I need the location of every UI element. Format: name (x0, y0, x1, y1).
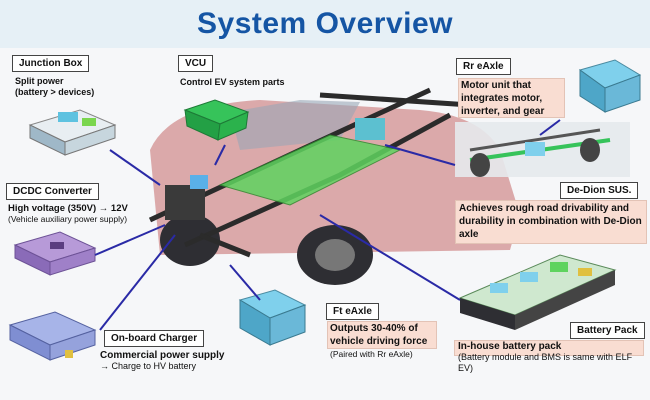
de-dion-desc-line3: axle (459, 229, 479, 240)
battery-pack-desc-line3: EV) (458, 363, 474, 373)
slide-title: System Overview (197, 7, 453, 40)
ft-eaxle-desc-line1: Outputs 30-40% of (330, 323, 418, 334)
ft-eaxle-desc-line2: vehicle driving force (330, 336, 428, 347)
de-dion-label: De-Dion SUS. (560, 182, 639, 199)
rr-eaxle-desc: Motor unit that integrates motor, invert… (461, 79, 544, 118)
battery-pack-desc-line2: (Battery module and BMS is same with ELF (458, 352, 633, 362)
junction-box-desc-line2: (battery > devices) (15, 87, 95, 97)
junction-box-image (28, 109, 117, 156)
de-dion-desc-line1: Achieves rough road drivability and (459, 203, 630, 214)
ft-eaxle-label: Ft eAxle (326, 303, 379, 320)
de-dion-highlight (455, 200, 647, 244)
dcdc-label: DCDC Converter (6, 183, 99, 200)
rr-eaxle-highlight (458, 78, 565, 118)
de-dion-desc: Achieves rough road drivability and dura… (459, 202, 642, 241)
ft-eaxle-desc-line3: (Paired with Rr eAxle) (330, 349, 413, 359)
obc-desc-line2: → Charge to HV battery (100, 361, 197, 371)
battery-pack-image (458, 254, 617, 330)
rr-eaxle-desc-line1: Motor unit that (461, 80, 531, 91)
obc-desc: Commercial power supply → Charge to HV b… (100, 350, 224, 372)
battery-pack-label: Battery Pack (570, 322, 645, 339)
junction-box-desc-line1: Split power (15, 76, 64, 86)
title-bar: System Overview (0, 0, 650, 48)
dcdc-image (13, 231, 97, 276)
junction-box-desc: Split power (battery > devices) (15, 76, 94, 98)
rear-eaxle-block (355, 118, 385, 140)
dcdc-desc-line2: (Vehicle auxiliary power supply) (8, 214, 128, 224)
dcdc-desc-line1: High voltage (350V) → 12V (8, 203, 128, 214)
rr-eaxle-desc-line2: integrates motor, (461, 93, 543, 104)
vcu-label: VCU (178, 55, 214, 72)
rr-eaxle-label: Rr eAxle (456, 58, 511, 75)
battery-pack-desc: In-house battery pack (Battery module an… (458, 341, 632, 374)
ft-eaxle-image (238, 289, 307, 346)
junction-box-label: Junction Box (12, 55, 90, 72)
front-motor-block (165, 185, 205, 220)
vcu-desc: Control EV system parts (180, 77, 285, 87)
rr-eaxle-image (578, 59, 642, 113)
obc-image (8, 311, 97, 361)
de-dion-desc-line2: durability in combination with De-Dion (459, 216, 642, 227)
ft-eaxle-desc: Outputs 30-40% of vehicle driving force … (330, 322, 427, 361)
vcu-image (183, 99, 250, 141)
dcdc-desc: High voltage (350V) → 12V (Vehicle auxil… (8, 203, 128, 225)
de-dion-image (455, 122, 630, 177)
pointer-arrows (94, 119, 561, 331)
rr-eaxle-desc-line3: inverter, and gear (461, 106, 545, 117)
battery-pack-highlight (454, 340, 644, 356)
obc-label: On-board Charger (104, 330, 205, 347)
obc-desc-line1: Commercial power supply (100, 350, 225, 361)
battery-pack-desc-line1: In-house battery pack (458, 341, 562, 352)
ft-eaxle-highlight (327, 321, 437, 349)
